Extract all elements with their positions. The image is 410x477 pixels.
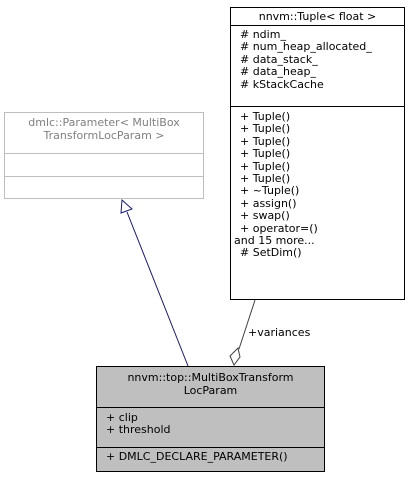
tuple-method: + Tuple() — [240, 172, 291, 186]
focus-methods: + DMLC_DECLARE_PARAMETER() — [97, 447, 324, 465]
tuple-method: + assign() — [240, 196, 297, 210]
focus-class-title: nnvm::top::MultiBoxTransform LocParam — [127, 371, 294, 397]
tuple-method: + ~Tuple() — [240, 184, 300, 198]
tuple-attribute: # ndim_ — [240, 28, 286, 41]
composition-diamond — [229, 347, 241, 366]
tuple-method: + Tuple() — [240, 147, 291, 161]
focus-attribute: + clip — [106, 411, 138, 424]
inheritance-edge — [126, 211, 189, 367]
parameter-methods — [5, 176, 203, 198]
parameter-class-box[interactable]: dmlc::Parameter< MultiBox TransformLocPa… — [4, 112, 204, 199]
tuple-method: # SetDim() — [240, 246, 302, 260]
parameter-class-title: dmlc::Parameter< MultiBox TransformLocPa… — [28, 116, 180, 142]
focus-attribute: + threshold — [106, 423, 171, 437]
focus-attributes: + clip + threshold — [97, 407, 324, 447]
focus-method: + DMLC_DECLARE_PARAMETER() — [106, 450, 288, 463]
tuple-class-title: nnvm::Tuple< float > — [258, 10, 377, 23]
tuple-more-methods: and 15 more... — [234, 234, 315, 248]
inheritance-arrowhead — [120, 198, 133, 214]
tuple-attributes: # ndim_ # num_heap_allocated_ # data_sta… — [231, 25, 404, 106]
composition-edge — [238, 299, 256, 350]
parameter-attributes — [5, 153, 203, 176]
variances-edge-label: +variances — [248, 326, 311, 339]
tuple-method: + Tuple() — [240, 110, 291, 123]
multibox-transform-loc-param-class-box[interactable]: nnvm::top::MultiBoxTransform LocParam + … — [96, 366, 325, 472]
tuple-method: + Tuple() — [240, 159, 291, 173]
tuple-method: + operator=() — [240, 221, 318, 235]
tuple-attribute: # kStackCache — [240, 77, 324, 91]
tuple-methods: + Tuple() + Tuple() + Tuple() + Tuple() … — [231, 106, 404, 262]
tuple-attribute: # data_stack_ — [240, 52, 318, 66]
tuple-attribute: # data_heap_ — [240, 65, 316, 79]
tuple-method: + Tuple() — [240, 122, 291, 136]
tuple-class-box[interactable]: nnvm::Tuple< float > # ndim_ # num_heap_… — [230, 7, 405, 300]
tuple-attribute: # num_heap_allocated_ — [240, 40, 372, 54]
tuple-method: + Tuple() — [240, 134, 291, 148]
tuple-method: + swap() — [240, 209, 290, 223]
